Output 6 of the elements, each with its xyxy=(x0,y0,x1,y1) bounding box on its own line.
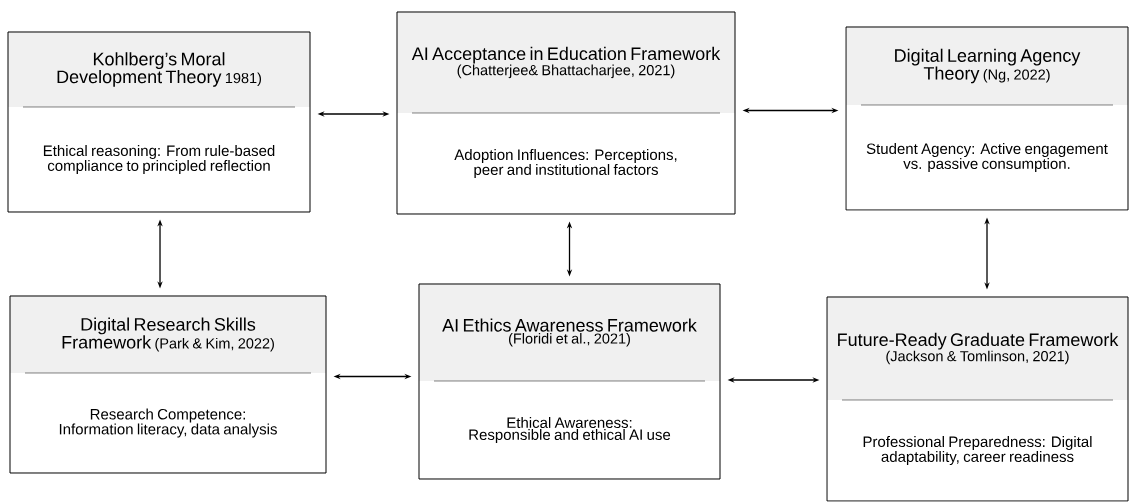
framework-box: Kohlberg’s Moral Development Theory 1981) Ethical reasoning: From rule-based compliance to principled reflection xyxy=(7,31,311,213)
framework-box: Future-Ready Graduate Framework (Jackson & Tomlinson, 2021) Professional Preparedness: Digital adaptability, career readiness xyxy=(826,296,1129,502)
framework-box: Digital Learning Agency Theory (Ng, 2022) Student Agency: Active engagement vs. passive consumption. xyxy=(845,26,1129,211)
framework-box: Digital Research Skills Framework (Park & Kim, 2022) Research Competence: Information literacy, data analysis xyxy=(9,295,327,474)
framework-box: AI Acceptance in Education Framework (Chatterjee& Bhattacharjee, 2021) Adoption Influences: Perceptions, peer and institutional factors xyxy=(396,11,736,215)
framework-box: AI Ethics Awareness Framework (Floridi et al., 2021) Ethical Awareness: Responsible and ethical AI use xyxy=(418,283,721,480)
